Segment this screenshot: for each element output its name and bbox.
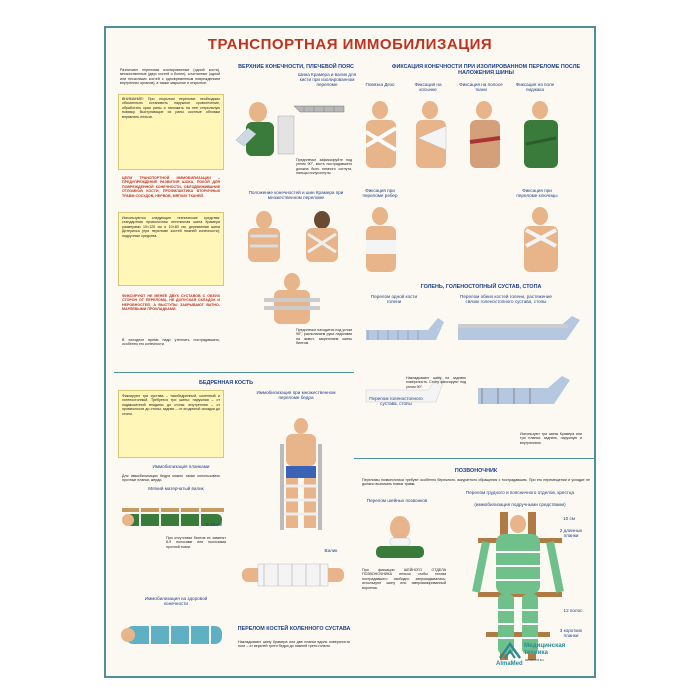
brand-name-line1: Медицинская (524, 642, 566, 649)
deso-caption: Повязка Дезо (365, 82, 395, 87)
rib-fracture-caption: Фиксация при переломе ребер (362, 188, 398, 199)
cervical-figure (376, 516, 424, 558)
brand-site: almamed.su (525, 658, 544, 662)
shin-figures (365, 316, 580, 404)
cloth-strip-caption: Фиксация на полосе ткани (459, 82, 503, 93)
upper-limb-heading: ВЕРХНИЕ КОНЕЧНОСТИ, ПЛЕЧЕВОЙ ПОЯС (238, 64, 354, 70)
cold-text: В холодное время надо утеплить пострадав… (122, 338, 220, 347)
shin-heading: ГОЛЕНЬ, ГОЛЕНОСТОПНЫЙ СУСТАВ, СТОПА (420, 284, 542, 290)
isolated-fixation-heading: ФИКСАЦИЯ КОНЕЧНОСТИ ПРИ ИЗОЛИРОВАННОМ ПЕ… (391, 64, 581, 77)
shin-note-2: Используют три шины Крамера или три план… (520, 432, 582, 445)
almamed-logo-icon (499, 642, 521, 659)
spine-divider (354, 458, 594, 459)
one-shin-bone-caption: Перелом одной кости голени (370, 294, 418, 305)
femur-divider (114, 372, 354, 373)
knee-figure (242, 563, 344, 587)
multi-fracture-figure (248, 211, 338, 324)
upper-note: Предплечье зафиксируйте под углом 90°, к… (296, 158, 352, 176)
means-text: Используются следующие технические средс… (122, 216, 220, 238)
healthy-limb-caption: Иммобилизация на здоровой конечности (144, 596, 208, 607)
both-shin-bones-caption: Перелом обеих костей голени, растяжение … (460, 294, 552, 305)
brand-block: Медицинская техника AlmaMed almamed.su (496, 642, 586, 672)
isolated-fixation-figures (364, 101, 558, 168)
warning-box (118, 94, 224, 170)
soft-roll-label: Мягкий матерчатый валик (148, 486, 204, 491)
intro-text: Различают переломы изолированные (одной … (120, 68, 220, 86)
label-dist-2: 10 см (563, 516, 575, 521)
planks-text: Для иммобилизации бедра можно также испо… (122, 474, 220, 483)
clavicle-caption: Фиксация при переломе ключицы (516, 188, 558, 199)
poster: ТРАНСПОРТНАЯ ИММОБИЛИЗАЦИЯ Различают пер… (104, 26, 596, 678)
ankle-fracture-caption: Перелом голеностопного сустава, стопы (369, 396, 423, 407)
thoracic-figure (472, 512, 564, 660)
wrap-note: При отсутствии бинтов их заменят 8-9 пол… (166, 536, 226, 549)
brand-name: Медицинская техника (524, 642, 584, 656)
brand-word: AlmaMed (496, 661, 523, 667)
label-belts-1: 2 длинных планки (559, 528, 583, 539)
kosynka-caption: Фиксация на косынке (414, 82, 442, 93)
label-dist-1: 5-10 см (206, 522, 222, 527)
planks-caption: Иммобилизация планками (152, 464, 210, 469)
femur-text: Фиксируют три сустава – тазобедренный, к… (122, 394, 220, 416)
spine-heading: ПОЗВОНОЧНИК (454, 468, 498, 474)
rib-clavicle-figures (366, 207, 558, 272)
upper-limb-figure (235, 102, 345, 156)
kramer-splint-caption: Шина Крамера и валик для кисти при изоли… (297, 72, 357, 88)
healthy-limb-figure (121, 626, 222, 644)
knee-text: Накладывают шину Крамера или две планки … (238, 640, 350, 649)
spine-intro: Переломы позвоночника требуют особенно б… (362, 478, 590, 487)
poster-title: ТРАНСПОРТНАЯ ИММОБИЛИЗАЦИЯ (207, 36, 493, 53)
rule-text: ФИКСИРУЮТ НЕ МЕНЕЕ ДВУХ СУСТАВОВ С ОБЕИХ… (122, 294, 220, 312)
femur-heading: БЕДРЕННАЯ КОСТЬ (199, 380, 253, 386)
planks-figure (122, 508, 224, 528)
label-dist-3: 12 полос (563, 608, 583, 613)
roll-label: Валик (324, 548, 338, 553)
shin-note-1: Накладывают шину на заднюю поверхность. … (406, 376, 466, 389)
hip-multi-figure (280, 418, 322, 530)
hip-multi-caption: Иммобилизация при множественном переломе… (256, 390, 336, 401)
warning-text: ВНИМАНИЕ! При открытом переломе необходи… (122, 97, 220, 119)
knee-heading: ПЕРЕЛОМ КОСТЕЙ КОЛЕННОГО СУСТАВА (237, 626, 351, 632)
brand-name-line2: техника (524, 648, 548, 656)
label-dist-4: 3 коротких планки (559, 628, 583, 639)
kramer-multi-caption: Положение конечностей и шин Крамера при … (248, 190, 344, 201)
jacket-hem-caption: Фиксация на поле пиджака (515, 82, 555, 93)
cervical-text: При фиксации ШЕЙНОГО ОТДЕЛА ПОЗВОНОЧНИКА… (362, 568, 446, 590)
cervical-caption: Перелом шейных позвонков (366, 498, 428, 503)
thoracic-sub-caption: (иммобилизация подручными средствами) (474, 502, 566, 507)
femur-box (118, 390, 224, 458)
means-box (118, 212, 224, 286)
multi-note: Предплечье находится под углом 90°, расп… (296, 328, 352, 346)
thoracic-caption: Перелом грудного и поясничного отделов, … (465, 490, 575, 495)
goals-text: ЦЕЛИ ТРАНСПОРТНОЙ ИММОБИЛИЗАЦИИ – ПРЕДУП… (122, 176, 220, 198)
